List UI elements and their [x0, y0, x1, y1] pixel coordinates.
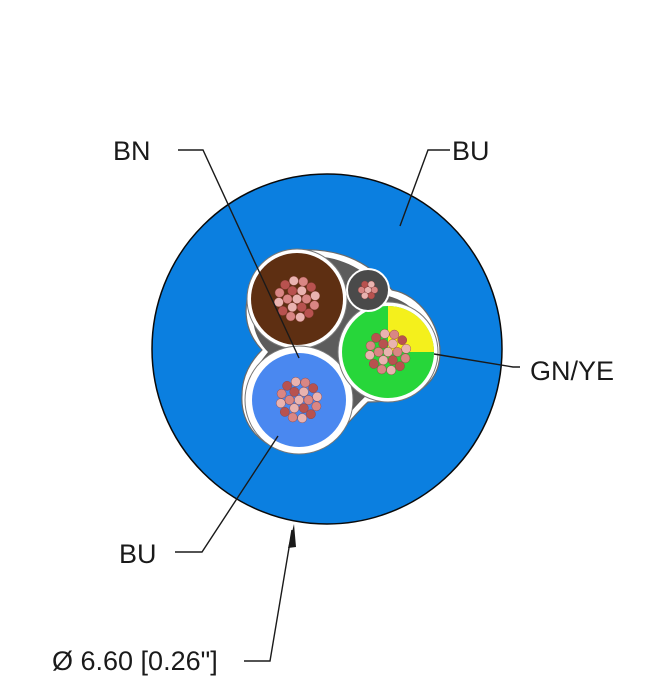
copper-strand: [297, 413, 308, 424]
copper-strand: [300, 377, 311, 388]
copper-strand: [306, 282, 317, 292]
copper-strand: [312, 391, 323, 402]
copper-strand: [309, 300, 320, 311]
copper-strand: [294, 395, 304, 405]
copper-strand: [310, 290, 321, 301]
brown-conductor: [246, 248, 348, 350]
green-yellow-conductor: [337, 301, 439, 403]
copper-strand: [303, 395, 314, 405]
copper-strand: [298, 403, 309, 414]
copper-strand: [273, 297, 284, 308]
copper-strand: [367, 292, 375, 300]
copper-strand: [287, 412, 298, 423]
copper-strand: [367, 280, 375, 289]
copper-strand: [280, 279, 290, 290]
copper-strand: [282, 294, 293, 304]
copper-strand: [383, 347, 393, 357]
copper-strand: [397, 335, 408, 345]
leader-gn-ye: [433, 353, 520, 368]
copper-strand: [357, 286, 366, 294]
copper-strand: [279, 407, 290, 417]
label-bu-bottom: BU: [119, 539, 157, 569]
copper-strand: [288, 275, 299, 286]
copper-strand: [295, 312, 306, 323]
drain-strand: [346, 268, 390, 312]
copper-strand: [289, 386, 300, 397]
copper-strand: [275, 398, 286, 409]
copper-strand: [290, 376, 301, 387]
copper-strand: [277, 306, 288, 316]
diameter-arrowhead: [288, 524, 296, 548]
copper-strand: [378, 338, 389, 349]
brown-strand-bundle: [273, 275, 321, 323]
copper-strand: [287, 302, 298, 313]
copper-strand: [304, 308, 314, 319]
copper-strand: [296, 285, 307, 296]
copper-strand: [386, 365, 397, 376]
copper-strand: [392, 347, 403, 357]
copper-strand: [376, 364, 387, 375]
label-gn-ye: GN/YE: [530, 356, 614, 386]
copper-strand: [285, 311, 296, 322]
copper-strand: [301, 294, 312, 304]
copper-strand: [389, 329, 400, 340]
copper-strand: [274, 287, 285, 298]
label-bn: BN: [113, 136, 151, 166]
copper-strand: [361, 280, 369, 289]
copper-strand: [298, 386, 309, 397]
copper-strand: [292, 294, 302, 304]
copper-strand: [276, 388, 287, 399]
drain-strand-bundle: [357, 280, 379, 300]
blue-conductor: [244, 345, 354, 455]
copper-strand: [289, 403, 300, 414]
leader-bu-top: [399, 149, 450, 227]
copper-strand: [379, 328, 390, 339]
copper-strand: [296, 302, 307, 313]
copper-strand: [373, 347, 384, 357]
copper-strand: [400, 353, 411, 364]
copper-strand: [371, 332, 381, 343]
copper-strand: [387, 338, 398, 349]
copper-strand: [365, 340, 376, 351]
copper-strand: [311, 401, 322, 412]
copper-strand: [378, 355, 389, 366]
copper-strand: [364, 350, 375, 361]
copper-strand: [361, 292, 369, 300]
copper-strand: [287, 285, 298, 296]
leader-bn: [178, 149, 300, 359]
copper-strand: [282, 380, 292, 391]
copper-strand: [370, 286, 379, 294]
copper-strand: [395, 361, 405, 372]
copper-strand: [387, 355, 398, 366]
copper-strand: [306, 409, 316, 420]
copper-strand: [298, 276, 309, 287]
blue-strand-bundle: [275, 376, 323, 424]
copper-strand: [284, 395, 295, 405]
leader-bu-bottom: [175, 435, 279, 553]
green-yellow-strand-bundle: [364, 328, 412, 376]
label-bu-top: BU: [452, 136, 490, 166]
copper-strand: [401, 343, 412, 354]
copper-strand: [368, 359, 379, 369]
leader-diameter: [244, 529, 293, 662]
label-diameter: Ø 6.60 [0.26"]: [52, 646, 218, 676]
copper-strand: [308, 383, 319, 393]
